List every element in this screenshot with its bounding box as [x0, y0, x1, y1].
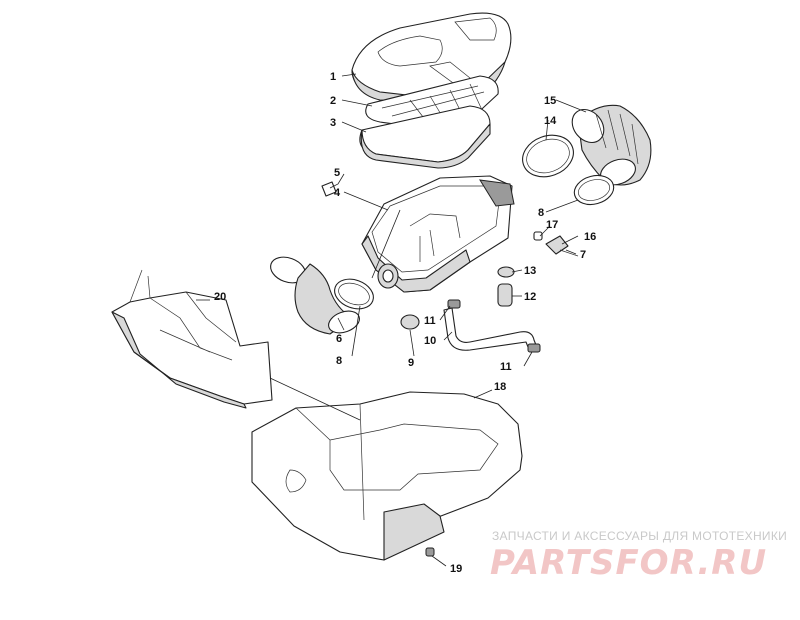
- part-18-skid-plate: [251, 391, 523, 561]
- callout-15: 15: [544, 95, 556, 107]
- callout-16: 16: [584, 231, 596, 243]
- part-12-cylinder: [497, 283, 513, 307]
- callout-numbers: 1 2 3 5 4 15 14 8 17 16 7 13 12 11 10 11…: [214, 71, 596, 575]
- part-14-clamp: [522, 134, 574, 178]
- part-11-clamp-lower: [527, 343, 541, 353]
- leader-lines: [196, 73, 587, 567]
- part-8-clamp-lower: [334, 278, 374, 310]
- watermark-logo: PARTSFOR.RU: [490, 543, 767, 583]
- part-13-grommet: [497, 266, 515, 278]
- callout-17: 17: [546, 219, 558, 231]
- callout-5: 5: [334, 167, 340, 179]
- callout-8a: 8: [538, 207, 544, 219]
- callout-6: 6: [336, 333, 342, 345]
- callout-18: 18: [494, 381, 506, 393]
- part-10-drain-hose: [443, 307, 539, 353]
- callout-2: 2: [330, 95, 336, 107]
- callout-11a: 11: [424, 315, 436, 327]
- part-3-filter-element: [359, 105, 491, 169]
- callout-12: 12: [524, 291, 536, 303]
- callout-11b: 11: [500, 361, 512, 373]
- watermark-tagline: ЗАПЧАСТИ И АКСЕССУАРЫ ДЛЯ МОТОТЕХНИКИ: [492, 529, 787, 543]
- callout-3: 3: [330, 117, 336, 129]
- watermark: ЗАПЧАСТИ И АКСЕССУАРЫ ДЛЯ МОТОТЕХНИКИ PA…: [490, 529, 787, 583]
- callout-20: 20: [214, 291, 226, 303]
- part-8-clamp-upper: [573, 174, 615, 206]
- part-16-sensor: [545, 235, 569, 255]
- callout-7: 7: [580, 249, 586, 261]
- part-7-screw: [559, 249, 579, 257]
- part-4-airbox-housing: [361, 175, 515, 293]
- part-20-inlet-shield: [111, 269, 273, 409]
- callout-8b: 8: [336, 355, 342, 367]
- callout-13: 13: [524, 265, 536, 277]
- part-19-fastener: [425, 547, 435, 557]
- callout-10: 10: [424, 335, 436, 347]
- callout-19: 19: [450, 563, 462, 575]
- part-17-fitting: [533, 231, 543, 241]
- callout-9: 9: [408, 357, 414, 369]
- part-5-clip: [321, 181, 337, 197]
- part-9-grommet: [400, 314, 420, 330]
- part-15-intake-boot: [571, 104, 652, 186]
- part-6-outlet-duct: [270, 256, 360, 335]
- callout-4: 4: [334, 187, 341, 199]
- part-11-clamp-upper: [447, 299, 461, 309]
- callout-1: 1: [330, 71, 336, 83]
- callout-14: 14: [544, 115, 557, 127]
